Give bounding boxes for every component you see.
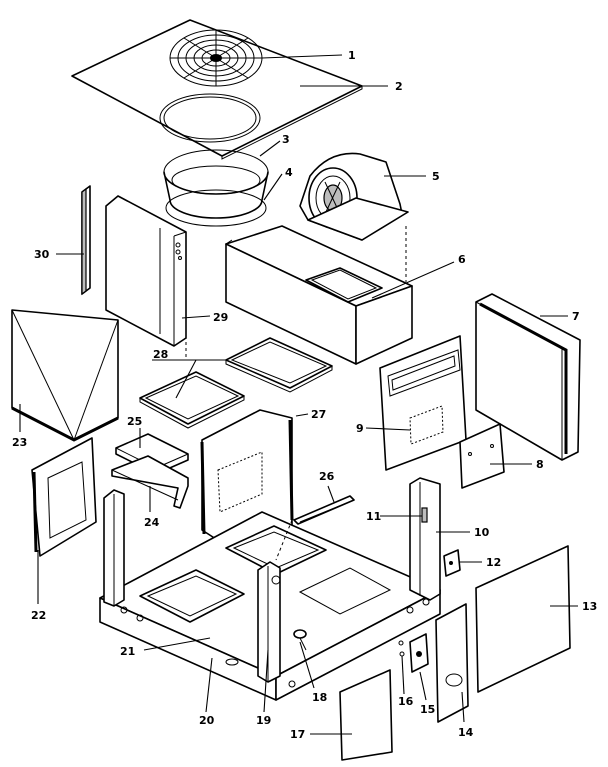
corner-post-30 (81, 185, 91, 296)
callout-7: 7 (572, 310, 580, 323)
drain-fitting-18 (293, 629, 307, 651)
callout-29: 29 (213, 311, 228, 324)
leader-lines (19, 54, 578, 735)
callout-28: 28 (153, 348, 168, 361)
callout-19: 19 (256, 714, 271, 727)
corner-post-left (103, 489, 125, 607)
callout-labels: 1 2 3 4 5 6 7 9 8 10 11 12 13 14 15 16 1… (12, 49, 597, 741)
callout-10: 10 (474, 526, 490, 539)
callout-6: 6 (458, 253, 466, 266)
callout-26: 26 (319, 470, 335, 483)
fastener-16 (398, 640, 405, 657)
callout-11: 11 (366, 510, 381, 523)
cover-plate-8 (459, 423, 505, 489)
orifice-ring-top (159, 93, 261, 143)
blower-housing (299, 152, 409, 241)
callout-30: 30 (34, 248, 50, 261)
callout-14: 14 (458, 726, 474, 739)
callout-12: 12 (486, 556, 501, 569)
filter-rack-23 (11, 309, 119, 442)
fan-guard (169, 29, 263, 87)
corner-post-10 (409, 477, 441, 601)
callout-9: 9 (356, 422, 364, 435)
callout-13: 13 (582, 600, 597, 613)
side-panel-13 (475, 545, 571, 693)
callout-3: 3 (282, 133, 290, 146)
callout-25: 25 (127, 415, 142, 428)
top-cover-panel (71, 19, 363, 160)
callout-17: 17 (290, 728, 305, 741)
support-brackets (111, 433, 189, 509)
callout-22: 22 (31, 609, 46, 622)
callout-4: 4 (285, 166, 293, 179)
corner-post-19 (257, 561, 281, 683)
callout-24: 24 (144, 516, 160, 529)
rail-26 (293, 495, 355, 525)
access-panel-7 (475, 293, 581, 461)
partition-panel-29 (105, 195, 187, 347)
callout-5: 5 (432, 170, 440, 183)
callout-20: 20 (199, 714, 215, 727)
front-panel-17 (339, 669, 393, 761)
control-panel-9 (379, 335, 467, 471)
callout-16: 16 (398, 695, 414, 708)
fan-orifice (163, 149, 269, 227)
terminal-block-12 (443, 549, 461, 577)
callout-2: 2 (395, 80, 403, 93)
filter-set-28 (139, 337, 333, 429)
alignment-lines (185, 226, 407, 561)
blower-deck-6 (225, 225, 413, 365)
door-panel-14 (435, 603, 469, 723)
callout-1: 1 (348, 49, 356, 62)
callout-15: 15 (420, 703, 435, 716)
door-panel-22 (31, 437, 97, 557)
callout-21: 21 (120, 645, 135, 658)
disconnect-box-15 (409, 633, 429, 673)
callout-18: 18 (312, 691, 327, 704)
callout-27: 27 (311, 408, 326, 421)
callout-8: 8 (536, 458, 544, 471)
callout-23: 23 (12, 436, 27, 449)
